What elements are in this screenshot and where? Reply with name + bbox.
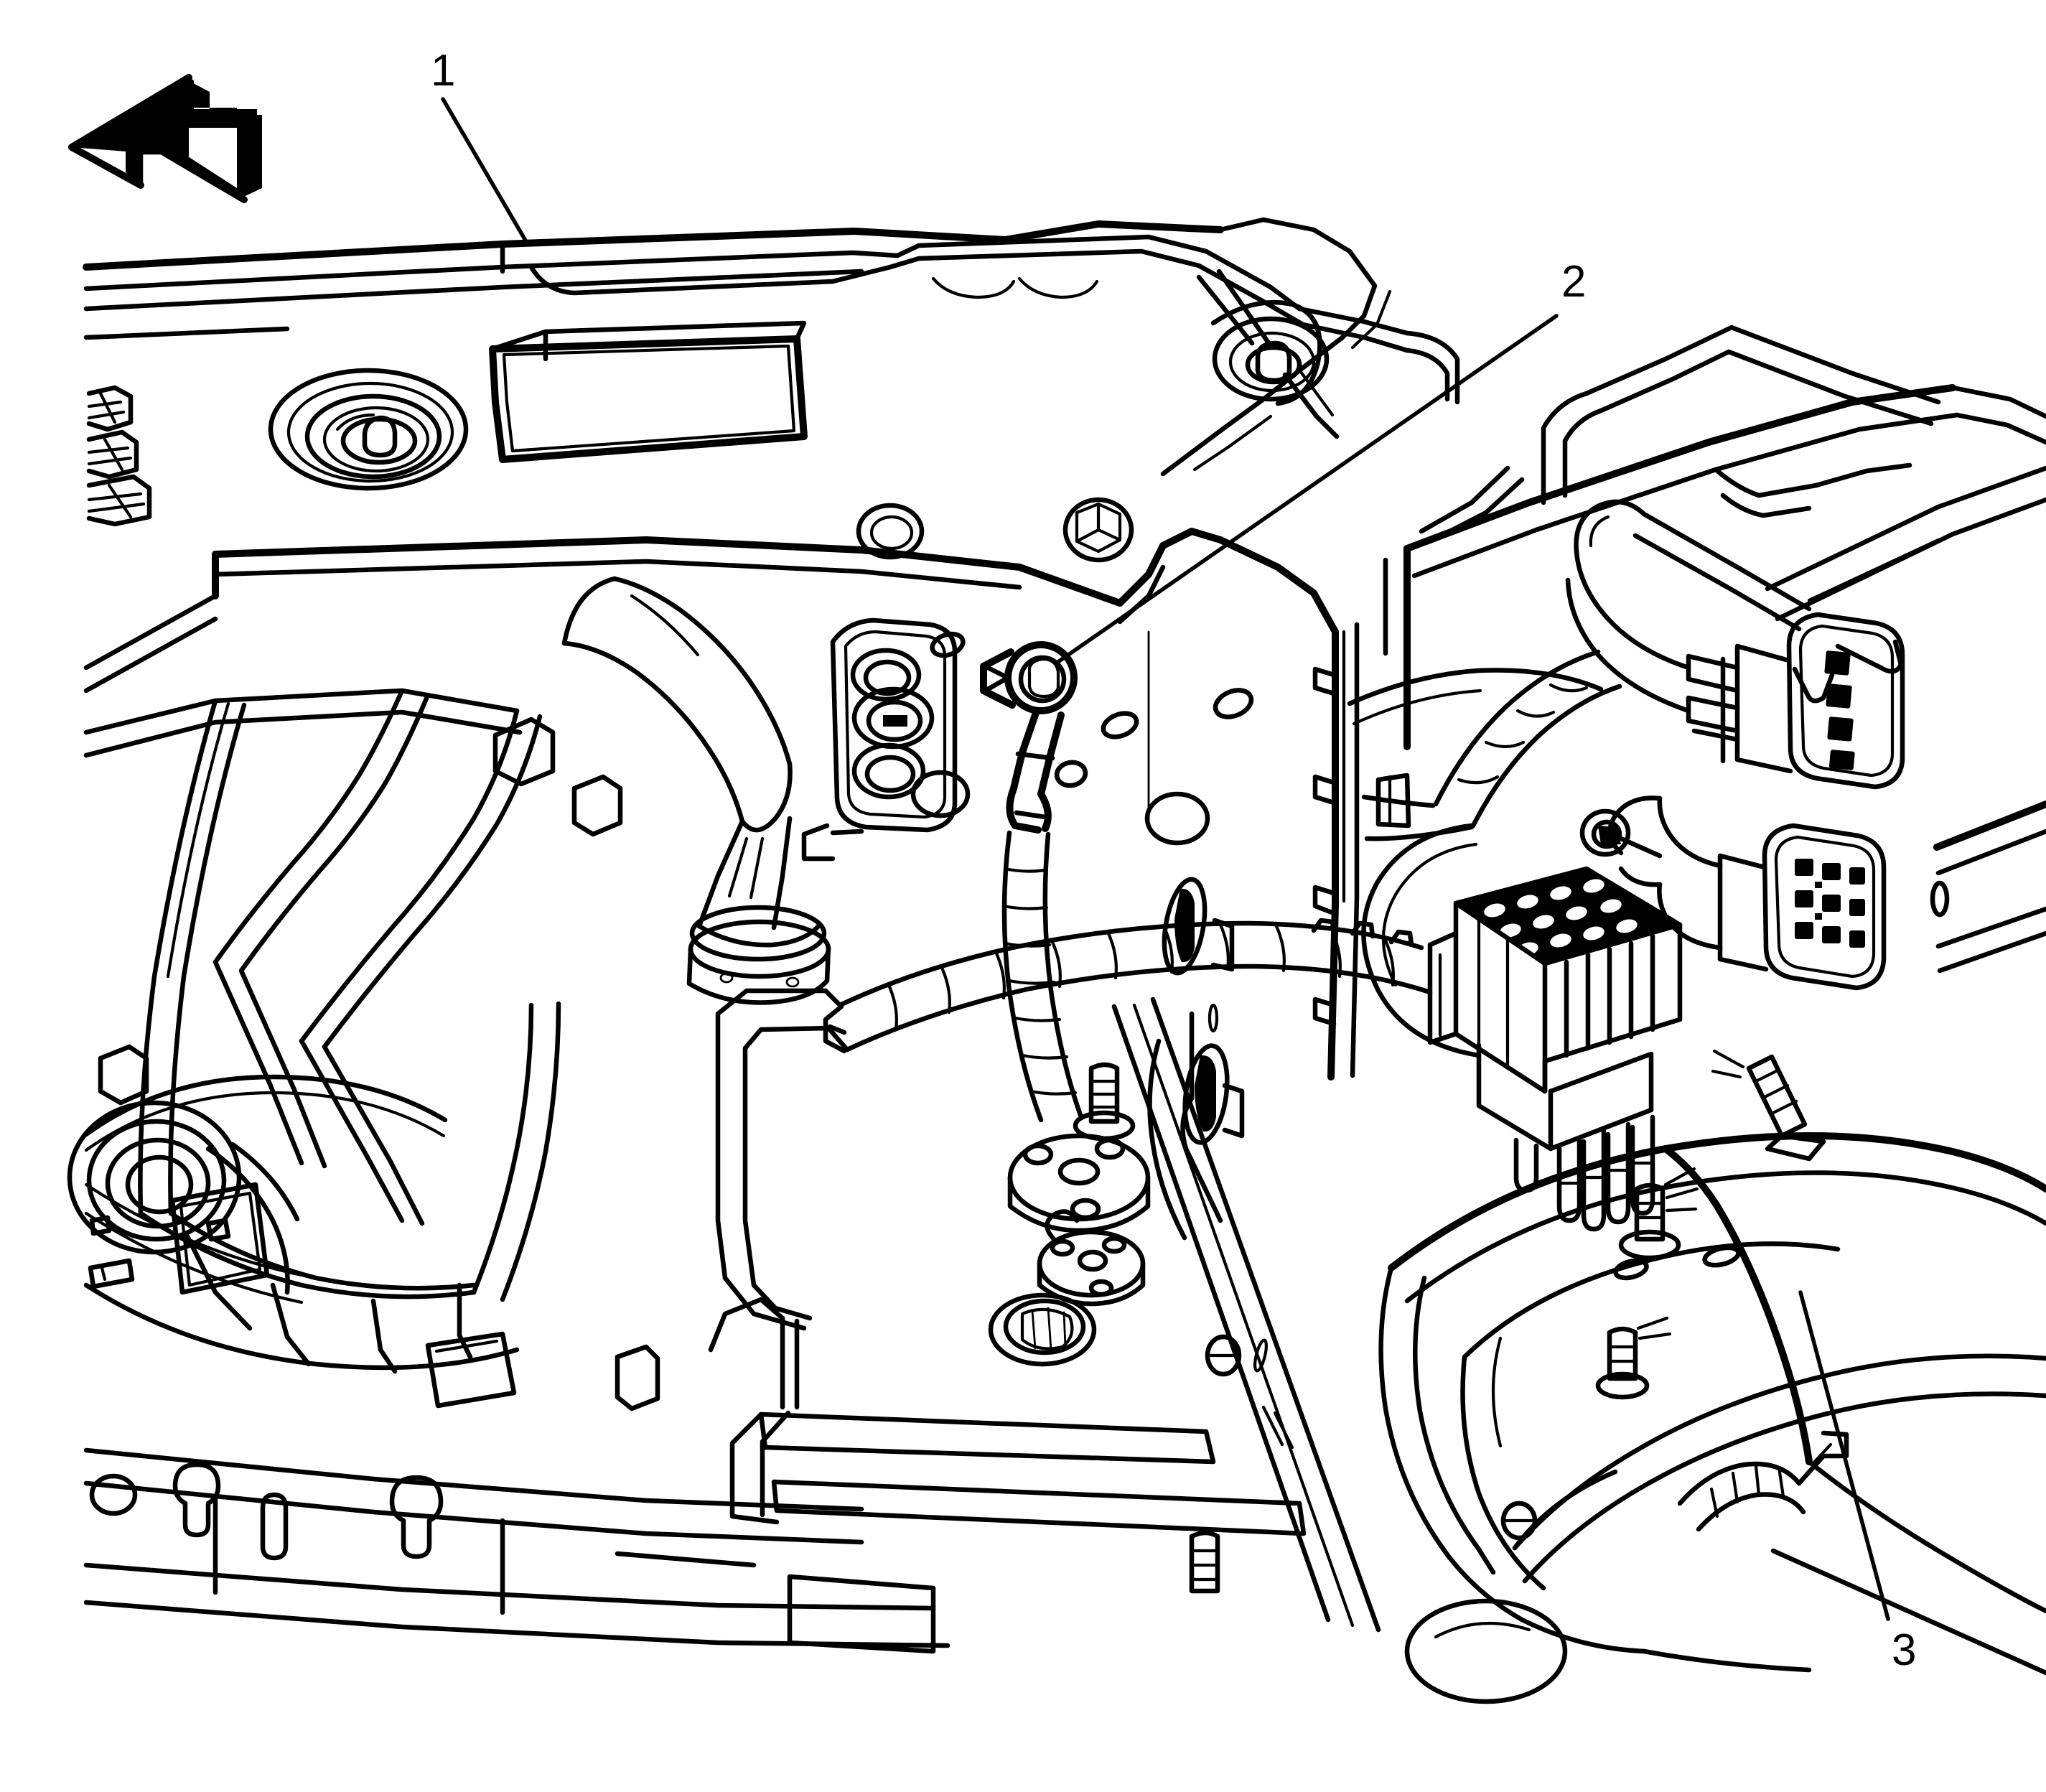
fan-shroud-mount-tabs (98, 717, 623, 1106)
body-mount-pads (1007, 1133, 1151, 1307)
panel-grommets (988, 1292, 1538, 1541)
multi-pin-connector-block (1427, 866, 1683, 1232)
electrical-connector-upper (1565, 499, 1905, 790)
cowl-bolt-left (856, 503, 925, 560)
fender-inner-liner (1378, 1131, 2046, 1704)
callout-label-1: 1 (431, 46, 456, 95)
hood-hinge-bolt (1062, 497, 1134, 563)
ground-ring-terminal (980, 641, 1084, 1123)
wiring-harness-conduit (715, 918, 1433, 1331)
callout-1-leader (441, 97, 530, 246)
reservoir-fittings (801, 617, 971, 862)
cowl-grommet-plug (268, 368, 469, 491)
upper-right-cowl-wing (1383, 325, 2046, 750)
cooling-fan-shroud (67, 688, 561, 1374)
air-intake-duct (561, 576, 831, 1005)
lower-body-panel (83, 1447, 950, 1654)
body-panel-seams (1111, 877, 1381, 1633)
lower-left-plate (88, 1182, 517, 1409)
harness-to-connectors (1347, 649, 1622, 1058)
firewall-panel (83, 528, 1360, 1081)
body-studs (1073, 1049, 1826, 1594)
cowl-access-panel-cutout (489, 320, 808, 463)
lower-right-edges (1641, 1459, 2046, 1676)
strut-tower-mount (1196, 269, 1340, 439)
firewall-holes (930, 631, 1254, 846)
view-direction-arrow (68, 74, 262, 203)
callout-label-2: 2 (1561, 257, 1587, 307)
cowl-vent-louvers (86, 385, 152, 527)
right-body-post (1765, 465, 2046, 974)
shroud-lower-bars (615, 1297, 1307, 1536)
electrical-connector-lower (1579, 795, 1887, 991)
callout-label-3: 3 (1892, 1625, 1917, 1675)
